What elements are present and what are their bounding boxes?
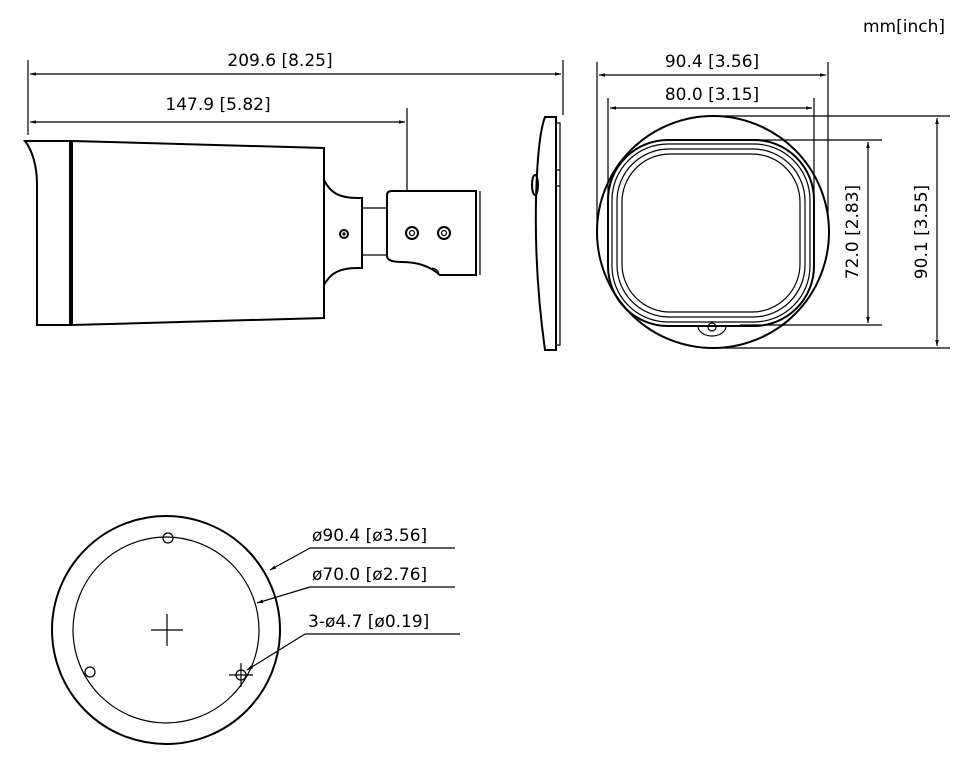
mount-base-view: [51, 515, 281, 745]
camera-side-view: [22, 116, 561, 351]
svg-text:80.0 [3.15]: 80.0 [3.15]: [665, 85, 759, 105]
dim-front-inner-height: 72.0 [2.83]: [740, 139, 882, 326]
svg-text:147.9 [5.82]: 147.9 [5.82]: [165, 95, 270, 115]
svg-text:90.4 [3.56]: 90.4 [3.56]: [665, 52, 759, 72]
screw-icon: [437, 226, 451, 240]
svg-text:209.6 [8.25]: 209.6 [8.25]: [227, 51, 332, 71]
camera-front-view: [596, 115, 830, 349]
svg-text:ø90.4 [ø3.56]: ø90.4 [ø3.56]: [312, 526, 427, 546]
dim-total-length: 209.6 [8.25]: [27, 51, 564, 135]
screw-icon: [405, 226, 419, 240]
dim-front-outer-height: 90.1 [3.55]: [713, 115, 950, 349]
base-labels: ø90.4 [ø3.56] ø70.0 [ø2.76] 3-ø4.7 [ø0.1…: [246, 526, 460, 671]
dim-body-length: 147.9 [5.82]: [30, 95, 408, 190]
svg-text:90.1 [3.55]: 90.1 [3.55]: [912, 185, 932, 279]
units-label: mm[inch]: [863, 17, 945, 37]
dim-front-inner-width: 80.0 [3.15]: [607, 85, 815, 230]
svg-text:ø70.0 [ø2.76]: ø70.0 [ø2.76]: [312, 565, 427, 585]
screw-icon: [339, 229, 349, 239]
mount-hole: [84, 666, 96, 678]
svg-text:3-ø4.7 [ø0.19]: 3-ø4.7 [ø0.19]: [308, 612, 429, 632]
mount-hole: [162, 532, 174, 544]
svg-text:72.0 [2.83]: 72.0 [2.83]: [843, 185, 863, 279]
dim-front-outer-width: 90.4 [3.56]: [596, 52, 829, 232]
